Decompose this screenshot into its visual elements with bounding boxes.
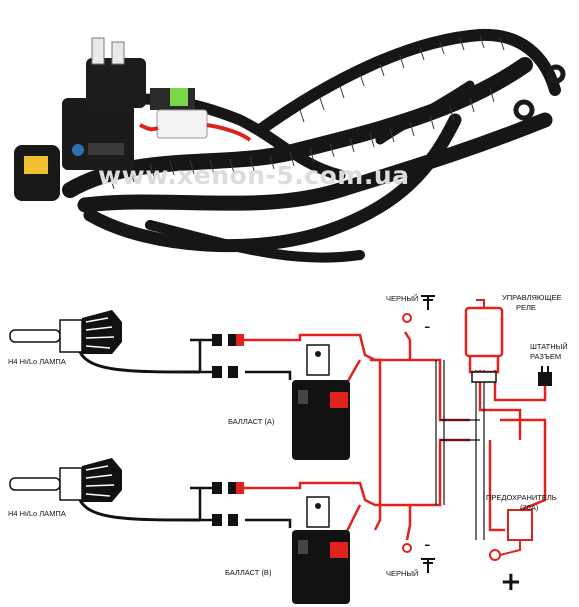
lamp-top	[9, 310, 201, 374]
black-wires	[190, 338, 292, 528]
harness-trunk	[435, 360, 485, 540]
ballast-b	[292, 496, 350, 604]
harness-tubes	[62, 28, 561, 263]
minus-bottom: -	[424, 534, 431, 555]
ballast-a	[292, 344, 350, 460]
plus-sign: +	[500, 567, 522, 597]
ring-terminals	[513, 64, 566, 121]
ground-top	[402, 295, 435, 323]
wiring-diagram: H4 Hi/Lo ЛАМПА H4 Hi/Lo ЛАМПА	[8, 293, 568, 604]
fuse	[489, 509, 533, 561]
h4-plug	[86, 37, 146, 108]
ground-bottom	[402, 543, 435, 573]
fuse-holder	[139, 88, 252, 142]
ballast-connector	[14, 145, 60, 201]
socket-label-line2: РАЗЪЕМ	[530, 352, 561, 361]
wire-connectors	[212, 334, 244, 526]
ground-bottom-label: ЧЕРНЫЙ	[386, 569, 418, 578]
lamp-bottom-label: H4 Hi/Lo ЛАМПА	[8, 509, 66, 518]
lamp-bottom	[9, 458, 201, 522]
control-relay	[464, 299, 504, 383]
ring-terminal-icon	[402, 313, 412, 323]
relay-label-line2: РЕЛЕ	[516, 303, 536, 312]
harness-photo: www.xenon-5.com.ua	[0, 0, 579, 285]
ballast-a-label: БАЛЛАСТ (А)	[228, 417, 275, 426]
relay-module	[62, 98, 134, 170]
watermark-text: www.xenon-5.com.ua	[98, 161, 410, 190]
relay-logo-icon	[72, 144, 84, 156]
ring-terminal-icon	[402, 543, 412, 553]
lamp-top-label: H4 Hi/Lo ЛАМПА	[8, 357, 66, 366]
harness-ribbing	[109, 35, 505, 190]
lamp-bulb-icon	[9, 477, 61, 491]
ring-terminal-icon	[489, 549, 501, 561]
socket-plug-icon	[538, 372, 552, 386]
ground-symbol-icon	[421, 558, 435, 573]
fuse-label-line1: ПРЕДОХРАНИТЕЛЬ	[486, 493, 557, 502]
ballast-b-label: БАЛЛАСТ (В)	[225, 568, 272, 577]
relay-label-line1: УПРАВЛЯЮЩЕЕ	[502, 293, 562, 302]
minus-top: -	[424, 316, 431, 337]
ground-top-label: ЧЕРНЫЙ	[386, 294, 418, 303]
red-wires	[244, 331, 547, 546]
stock-socket	[538, 366, 552, 386]
lamp-bulb-icon	[9, 329, 61, 343]
ground-symbol-icon	[421, 295, 435, 310]
fuse-label-line2: (20А)	[520, 503, 539, 512]
socket-label-line1: ШТАТНЫЙ	[530, 342, 568, 351]
